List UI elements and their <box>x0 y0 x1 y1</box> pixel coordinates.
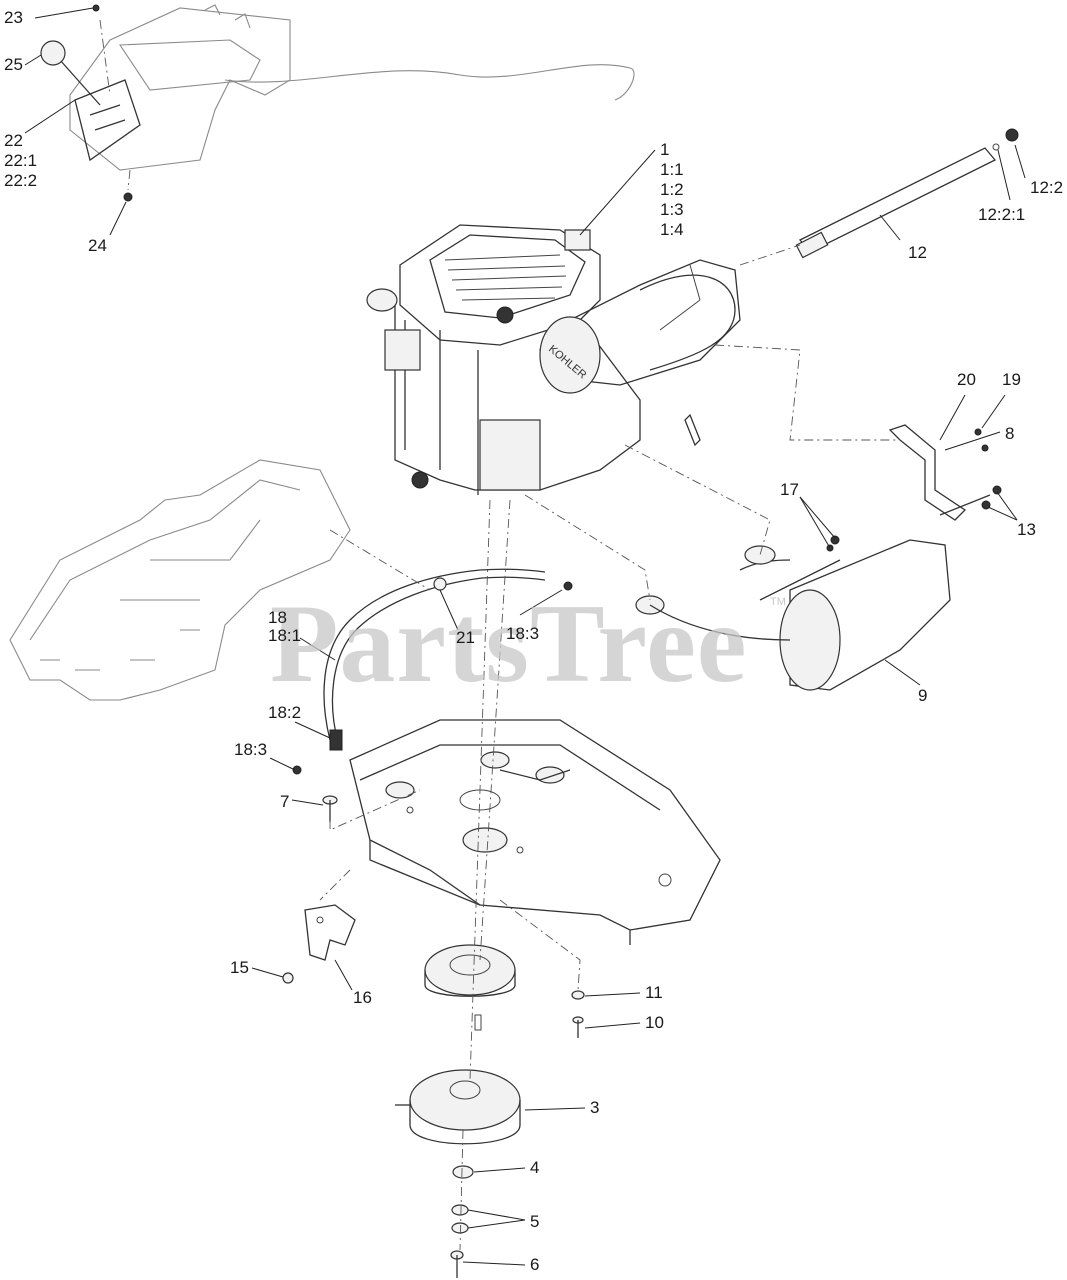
engine-deck-plate <box>349 719 721 945</box>
exhaust-bracket <box>888 424 1002 521</box>
callout-22-1[interactable]: 22:1 <box>4 151 38 170</box>
callout-6[interactable]: 6 <box>530 1255 540 1274</box>
bolt <box>322 795 338 822</box>
bracket <box>282 904 356 984</box>
callout-12[interactable]: 12 <box>908 243 927 262</box>
callout-1-4[interactable]: 1:4 <box>660 220 684 239</box>
callout-3[interactable]: 3 <box>590 1098 600 1117</box>
callout-10[interactable]: 10 <box>645 1013 664 1032</box>
callout-18-3-left[interactable]: 18:3 <box>234 740 268 759</box>
callout-9[interactable]: 9 <box>918 686 928 705</box>
muffler <box>635 535 951 691</box>
fuel-hose <box>292 568 573 775</box>
callout-18-1[interactable]: 18:1 <box>268 626 302 645</box>
callout-20[interactable]: 20 <box>957 370 976 389</box>
callout-23[interactable]: 23 <box>4 8 23 27</box>
callout-17[interactable]: 17 <box>780 480 799 499</box>
callout-8[interactable]: 8 <box>1005 424 1015 443</box>
callout-1[interactable]: 1 <box>660 140 670 159</box>
callout-12-2[interactable]: 12:2 <box>1030 178 1064 197</box>
throttle-mount-frame <box>69 4 635 171</box>
callout-22[interactable]: 22 <box>4 131 23 150</box>
callout-4[interactable]: 4 <box>530 1158 540 1177</box>
mower-frame <box>9 459 351 701</box>
callout-11[interactable]: 11 <box>645 983 663 1002</box>
callout-18-2[interactable]: 18:2 <box>268 703 302 722</box>
watermark: PartsTree <box>270 582 748 706</box>
leader-lines <box>24 7 1026 1266</box>
callout-24[interactable]: 24 <box>88 236 107 255</box>
callout-22-2[interactable]: 22:2 <box>4 171 38 190</box>
callout-5[interactable]: 5 <box>530 1212 540 1231</box>
callout-12-2-1[interactable]: 12:2:1 <box>978 205 1026 224</box>
callout-19[interactable]: 19 <box>1002 370 1021 389</box>
callout-15[interactable]: 15 <box>230 958 249 977</box>
callout-21[interactable]: 21 <box>456 628 475 647</box>
assembly-lines <box>99 19 900 1251</box>
callout-1-3[interactable]: 1:3 <box>660 200 684 219</box>
callout-25[interactable]: 25 <box>4 55 23 74</box>
clutch <box>395 1069 521 1145</box>
throttle-lever <box>40 4 141 202</box>
pulley <box>424 944 516 1031</box>
callout-18-3-right[interactable]: 18:3 <box>506 624 540 643</box>
callout-1-2[interactable]: 1:2 <box>660 180 684 199</box>
callout-13[interactable]: 13 <box>1017 520 1036 539</box>
callout-16[interactable]: 16 <box>353 988 372 1007</box>
fuel-line <box>795 128 1019 259</box>
engine <box>366 224 741 495</box>
callout-18[interactable]: 18 <box>268 608 287 627</box>
callout-1-1[interactable]: 1:1 <box>660 160 684 179</box>
watermark-tm: TM <box>770 596 786 608</box>
washer-bolt <box>571 990 585 1038</box>
callout-7[interactable]: 7 <box>280 792 290 811</box>
